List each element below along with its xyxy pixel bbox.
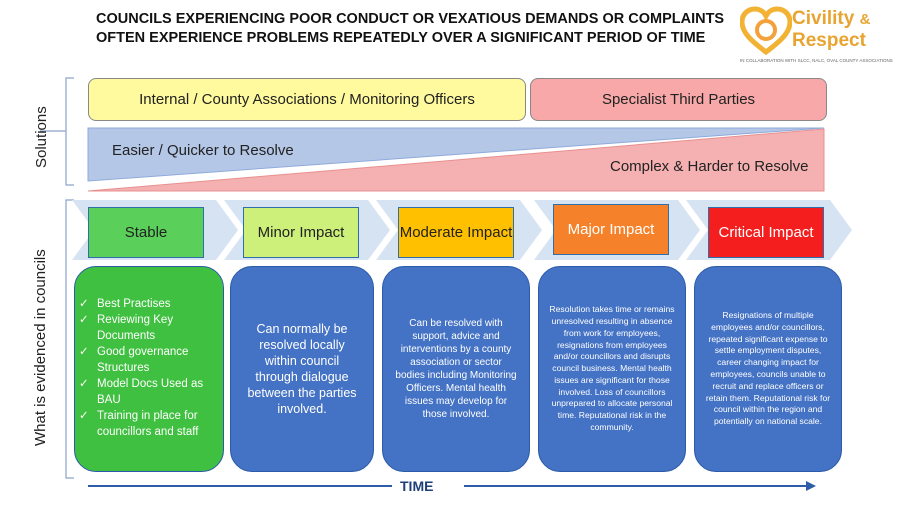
complex-wedge [87, 128, 825, 192]
card-minor-text: Can normally be resolved locally within … [247, 322, 357, 416]
specialist-solutions-box: Specialist Third Parties [530, 78, 827, 121]
card-moderate: Can be resolved with support, advice and… [382, 266, 530, 472]
card-critical: Resignations of multiple employees and/o… [694, 266, 842, 472]
time-axis-label: TIME [400, 478, 434, 494]
stable-practices-list: Best Practises Reviewing Key Documents G… [75, 297, 223, 442]
stage-moderate: Moderate Impact [398, 207, 514, 258]
stage-minor: Minor Impact [243, 207, 359, 258]
logo-word-respect: Respect [792, 30, 866, 51]
complex-label: Complex & Harder to Resolve [610, 158, 809, 175]
easier-wedge [87, 127, 825, 182]
heart-logo-icon [740, 6, 792, 56]
list-item: Model Docs Used as BAU [75, 377, 223, 408]
easier-label: Easier / Quicker to Resolve [112, 142, 294, 159]
logo-subtitle: IN COLLABORATION WITH SLCC, NALC, OVAL C… [740, 58, 893, 63]
list-item: Reviewing Key Documents [75, 313, 223, 344]
list-item: Good governance Structures [75, 345, 223, 376]
card-moderate-text: Can be resolved with support, advice and… [395, 318, 517, 420]
page-title: COUNCILS EXPERIENCING POOR CONDUCT OR VE… [96, 10, 736, 48]
stage-stable: Stable [88, 207, 204, 258]
list-item: Training in place for councillors and st… [75, 409, 223, 440]
logo-word-civility: Civility & [792, 8, 871, 29]
title-line-1: COUNCILS EXPERIENCING POOR CONDUCT OR VE… [96, 11, 725, 27]
card-critical-text: Resignations of multiple employees and/o… [705, 310, 831, 427]
list-item: Best Practises [75, 297, 223, 313]
civility-respect-logo: Civility & Respect IN COLLABORATION WITH… [740, 6, 893, 66]
arrow-head-icon [806, 481, 816, 491]
card-stable: Best Practises Reviewing Key Documents G… [74, 266, 224, 472]
internal-solutions-box: Internal / County Associations / Monitor… [88, 78, 526, 121]
card-minor: Can normally be resolved locally within … [230, 266, 374, 472]
card-major-text: Resolution takes time or remains unresol… [549, 304, 675, 433]
stage-major: Major Impact [553, 204, 669, 255]
stage-critical: Critical Impact [708, 207, 824, 258]
title-line-2: OFTEN EXPERIENCE PROBLEMS REPEATEDLY OVE… [96, 30, 706, 46]
card-major: Resolution takes time or remains unresol… [538, 266, 686, 472]
